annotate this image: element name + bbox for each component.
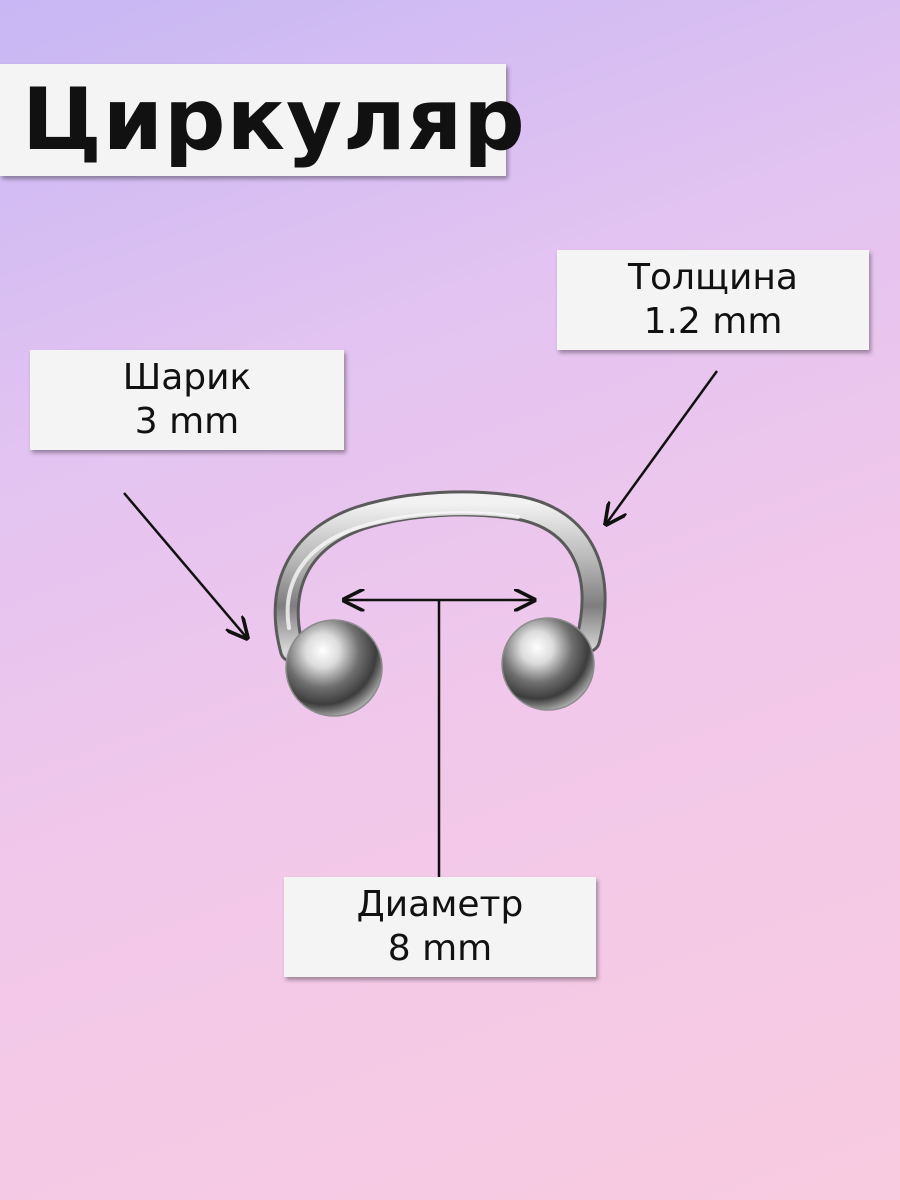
title-box: Циркуляр (0, 64, 525, 176)
ball-arrow-icon (123, 492, 247, 638)
ball-label-value: 3 mm (134, 401, 240, 442)
ball-label-box: Шарик 3 mm (30, 350, 344, 450)
page-title: Циркуляр (22, 70, 526, 170)
horseshoe-ring-illustration (273, 490, 607, 717)
diameter-label-box: Диаметр 8 mm (284, 877, 596, 977)
ball-label-name: Шарик (122, 357, 252, 398)
diameter-label-name: Диаметр (356, 884, 524, 925)
thickness-label-name: Толщина (628, 257, 798, 298)
thickness-label-value: 1.2 mm (643, 301, 783, 342)
right-ball (501, 617, 595, 711)
left-ball (285, 619, 383, 717)
thickness-label-box: Толщина 1.2 mm (557, 250, 869, 350)
diameter-label-value: 8 mm (387, 928, 493, 969)
thickness-arrow-icon (606, 370, 719, 524)
